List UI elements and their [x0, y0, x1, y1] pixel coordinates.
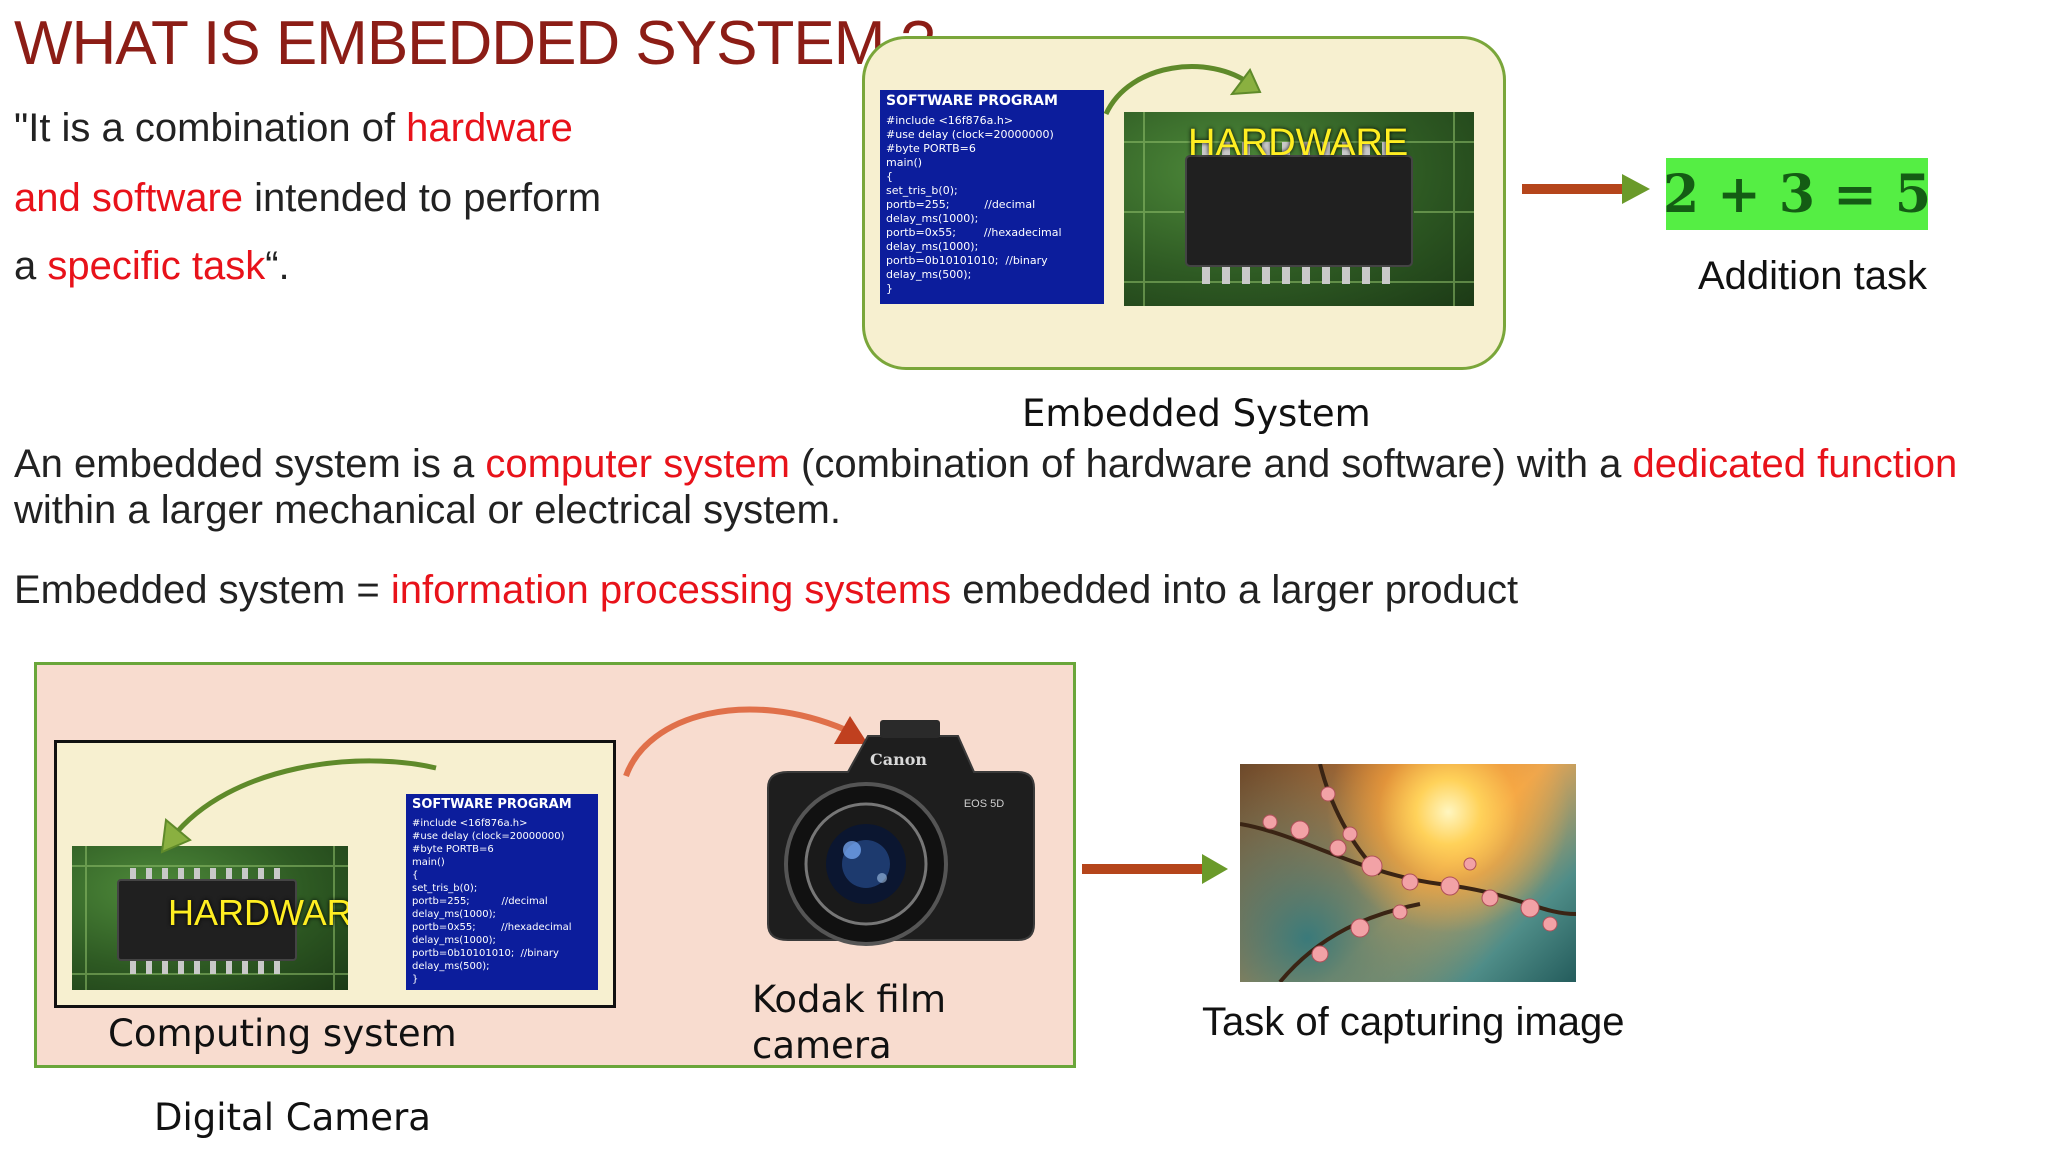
camera-caption-line-2: camera — [752, 1024, 892, 1067]
camera-brand: Canon — [870, 750, 928, 769]
arrow-right-icon — [1522, 174, 1650, 204]
code-line: set_tris_b(0); — [412, 883, 478, 894]
intro-highlight-hardware: hardware — [406, 106, 573, 150]
curved-arrow-icon — [160, 758, 437, 854]
code-line: portb=255; //decimal — [886, 198, 1036, 211]
hardware-chip-image: HARDWARE — [72, 846, 348, 990]
camera-image: Canon EOS 5D — [748, 714, 1038, 950]
addition-result: 2 + 3 = 5 — [1662, 163, 1932, 225]
equation-text: Embedded system = — [14, 568, 391, 612]
software-program-panel: SOFTWARE PROGRAM #include <16f876a.h> #u… — [406, 794, 598, 990]
hardware-chip-image: HARDWARE — [1124, 112, 1474, 306]
intro-line-2: and software intended to perform — [14, 176, 601, 221]
intro-highlight-software: and software — [14, 176, 244, 220]
curved-arrow-icon — [1103, 64, 1262, 116]
chip-icon — [72, 846, 348, 990]
curved-arrow-icon — [623, 706, 868, 778]
camera-model: EOS 5D — [963, 798, 1005, 810]
blossom-icon — [1240, 764, 1576, 982]
definition-line-1: An embedded system is a computer system … — [14, 442, 1957, 487]
code-line: { — [412, 870, 419, 881]
hardware-label: HARDWARE — [1188, 122, 1409, 164]
code-line: #include <16f876a.h> — [886, 114, 1014, 127]
equation-text: embedded into a larger product — [951, 568, 1519, 612]
code-line: delay_ms(1000); — [886, 240, 979, 253]
code-line: delay_ms(1000); — [412, 909, 496, 920]
code-line: portb=255; //decimal — [412, 896, 548, 907]
code-line: { — [886, 170, 893, 183]
intro-line-3: a specific task“. — [14, 244, 290, 289]
software-program-panel: SOFTWARE PROGRAM #include <16f876a.h> #u… — [880, 90, 1104, 304]
digital-camera-caption: Digital Camera — [154, 1096, 431, 1139]
code-line: } — [886, 282, 893, 295]
code-line: #include <16f876a.h> — [412, 818, 528, 829]
intro-text: intended to perform — [243, 176, 602, 220]
intro-text: "It is a combination of — [14, 106, 407, 150]
code-line: delay_ms(500); — [412, 961, 490, 972]
chip-icon — [1124, 112, 1474, 306]
software-program-title: SOFTWARE PROGRAM — [412, 797, 572, 812]
equation-highlight: information processing systems — [390, 568, 952, 612]
code-line: delay_ms(1000); — [412, 935, 496, 946]
equation-line: Embedded system = information processing… — [14, 568, 1518, 613]
intro-highlight-task: specific task — [47, 244, 266, 288]
slide-title: WHAT IS EMBEDDED SYSTEM ? — [14, 9, 935, 78]
software-program-title: SOFTWARE PROGRAM — [886, 93, 1058, 109]
addition-result-box: 2 + 3 = 5 — [1662, 158, 1932, 230]
code-line: delay_ms(1000); — [886, 212, 979, 225]
hardware-label: HARDWARE — [168, 892, 348, 933]
definition-text: An embedded system is a — [14, 442, 486, 486]
code-line: delay_ms(500); — [886, 268, 972, 281]
code-line: #use delay (clock=20000000) — [412, 831, 565, 842]
captured-flower-image — [1240, 764, 1576, 982]
intro-text: a — [14, 244, 48, 288]
code-line: #byte PORTB=6 — [886, 142, 976, 155]
code-line: portb=0b10101010; //binary — [886, 254, 1048, 267]
code-line: main() — [886, 156, 923, 169]
intro-line-1: "It is a combination of hardware — [14, 106, 573, 151]
definition-line-2: within a larger mechanical or electrical… — [14, 488, 841, 532]
definition-text: (combination of hardware and software) w… — [789, 442, 1633, 486]
code-line: portb=0b10101010; //binary — [412, 948, 559, 959]
code-line: set_tris_b(0); — [886, 184, 958, 197]
arrow-right-icon — [1082, 854, 1228, 884]
code-line: main() — [412, 857, 445, 868]
code-line: } — [412, 974, 419, 985]
definition-highlight-dedicated-function: dedicated function — [1632, 442, 1958, 486]
computing-system-caption: Computing system — [108, 1012, 457, 1055]
code-line: portb=0x55; //hexadecimal — [412, 922, 572, 933]
code-line: #use delay (clock=20000000) — [886, 128, 1054, 141]
code-line: #byte PORTB=6 — [412, 844, 494, 855]
task-capturing-caption: Task of capturing image — [1202, 1000, 1625, 1044]
intro-text: “. — [265, 244, 290, 288]
camera-icon — [767, 720, 1035, 946]
code-line: portb=0x55; //hexadecimal — [886, 226, 1062, 239]
addition-task-caption: Addition task — [1698, 254, 1928, 298]
embedded-system-caption: Embedded System — [1022, 392, 1371, 435]
definition-highlight-computer-system: computer system — [485, 442, 790, 486]
camera-caption-line-1: Kodak film — [752, 978, 947, 1021]
